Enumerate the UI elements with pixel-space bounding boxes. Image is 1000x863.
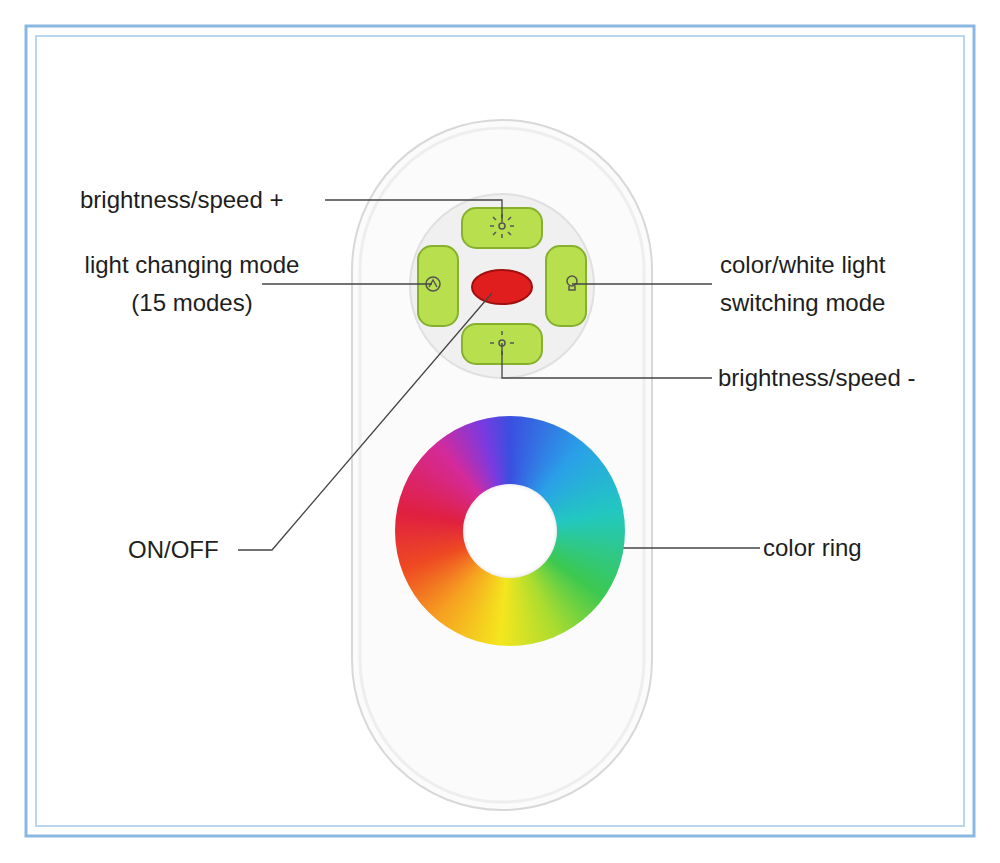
brightness-up-label: brightness/speed + bbox=[80, 181, 283, 219]
color-ring-center bbox=[463, 484, 557, 578]
left-button bbox=[418, 246, 458, 326]
remote-body bbox=[352, 120, 652, 810]
right-button bbox=[546, 246, 586, 326]
power-button bbox=[472, 270, 532, 304]
mode-label: light changing mode (15 modes) bbox=[72, 246, 312, 322]
color-white-label: color/white light switching mode bbox=[720, 246, 945, 322]
button-icons bbox=[426, 214, 577, 355]
brightness-down-label: brightness/speed - bbox=[718, 359, 915, 397]
outer-frame bbox=[26, 26, 974, 836]
power-label: ON/OFF bbox=[128, 531, 219, 569]
color-ring-label: color ring bbox=[763, 529, 862, 567]
remote-edge bbox=[360, 128, 644, 802]
inner-frame bbox=[36, 36, 964, 826]
